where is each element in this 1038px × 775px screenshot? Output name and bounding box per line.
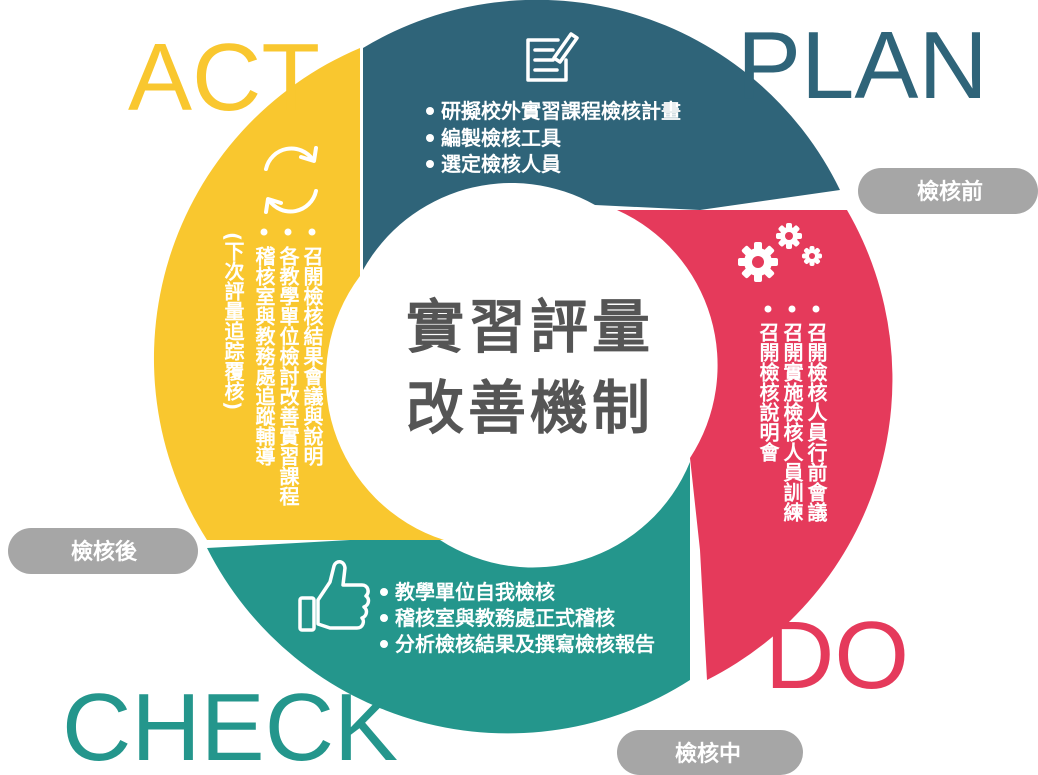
act-bullet [308, 228, 316, 236]
center-title-line2: 改善機制 [406, 374, 654, 442]
check-item: 教學單位自我檢核 [395, 580, 555, 604]
do-item: 召開實施檢核人員訓練 [780, 322, 804, 523]
check-title: CHECK [62, 674, 398, 775]
pill-background [8, 528, 198, 574]
check-bullet [380, 588, 388, 596]
pill-background [858, 168, 1038, 214]
plan-item: 研擬校外實習課程檢核計畫 [441, 99, 681, 123]
stage-label: 檢核後 [71, 539, 138, 565]
stage-label: 檢核中 [675, 741, 741, 767]
do-item-list: 召開檢核人員行前會議 召開實施檢核人員訓練 召開檢核說明會 [756, 305, 828, 523]
act-item-list: 召開檢核結果會議與說明 各教學單位檢討改善實習課程 稽核室與教務處追蹤輔導 (下… [221, 228, 324, 506]
act-band [153, 48, 444, 540]
check-band [207, 462, 690, 734]
do-bullet [764, 305, 772, 313]
act-item: 稽核室與教務處追蹤輔導 [252, 245, 276, 466]
check-item-list: 教學單位自我檢核 稽核室與教務處正式稽核 分析檢核結果及撰寫檢核報告 [380, 580, 655, 656]
act-item: 召開檢核結果會議與說明 [300, 246, 324, 467]
gears-icon [738, 223, 822, 282]
stage-label: 檢核前 [917, 179, 983, 205]
act-item: 各教學單位檢討改善實習課程 [276, 245, 300, 506]
act-bullet [284, 228, 292, 236]
plan-bullet [426, 134, 434, 142]
stage-pill-after: 檢核後 [8, 528, 198, 574]
pill-background [617, 730, 803, 775]
check-bullet [380, 640, 388, 648]
plan-title: PLAN [737, 12, 988, 119]
refresh-cycle-icon [264, 146, 318, 214]
act-bullet [260, 228, 268, 236]
plan-bullet [426, 107, 434, 115]
plan-bullet [426, 160, 434, 168]
act-title: ACT [128, 24, 320, 131]
do-item: 召開檢核說明會 [756, 322, 780, 463]
stage-pill-before: 檢核前 [858, 168, 1038, 214]
checklist-icon [526, 32, 579, 82]
do-title: DO [765, 602, 909, 709]
thumbs-up-icon [298, 560, 371, 632]
check-item: 分析檢核結果及撰寫檢核報告 [395, 632, 655, 656]
do-bullet [788, 305, 796, 313]
act-note: (下次評量追踪覆核) [221, 232, 245, 410]
do-item: 召開檢核人員行前會議 [804, 322, 828, 523]
center-title-line1: 實習評量 [406, 293, 654, 361]
do-band [617, 210, 893, 680]
plan-item-list: 研擬校外實習課程檢核計畫 編製檢核工具 選定檢核人員 [426, 99, 681, 176]
plan-item: 選定檢核人員 [441, 152, 561, 176]
plan-band [363, 0, 840, 270]
check-item: 稽核室與教務處正式稽核 [395, 606, 615, 630]
check-bullet [380, 614, 388, 622]
do-bullet [812, 305, 820, 313]
plan-item: 編製檢核工具 [441, 126, 561, 150]
stage-pill-during: 檢核中 [617, 730, 803, 775]
